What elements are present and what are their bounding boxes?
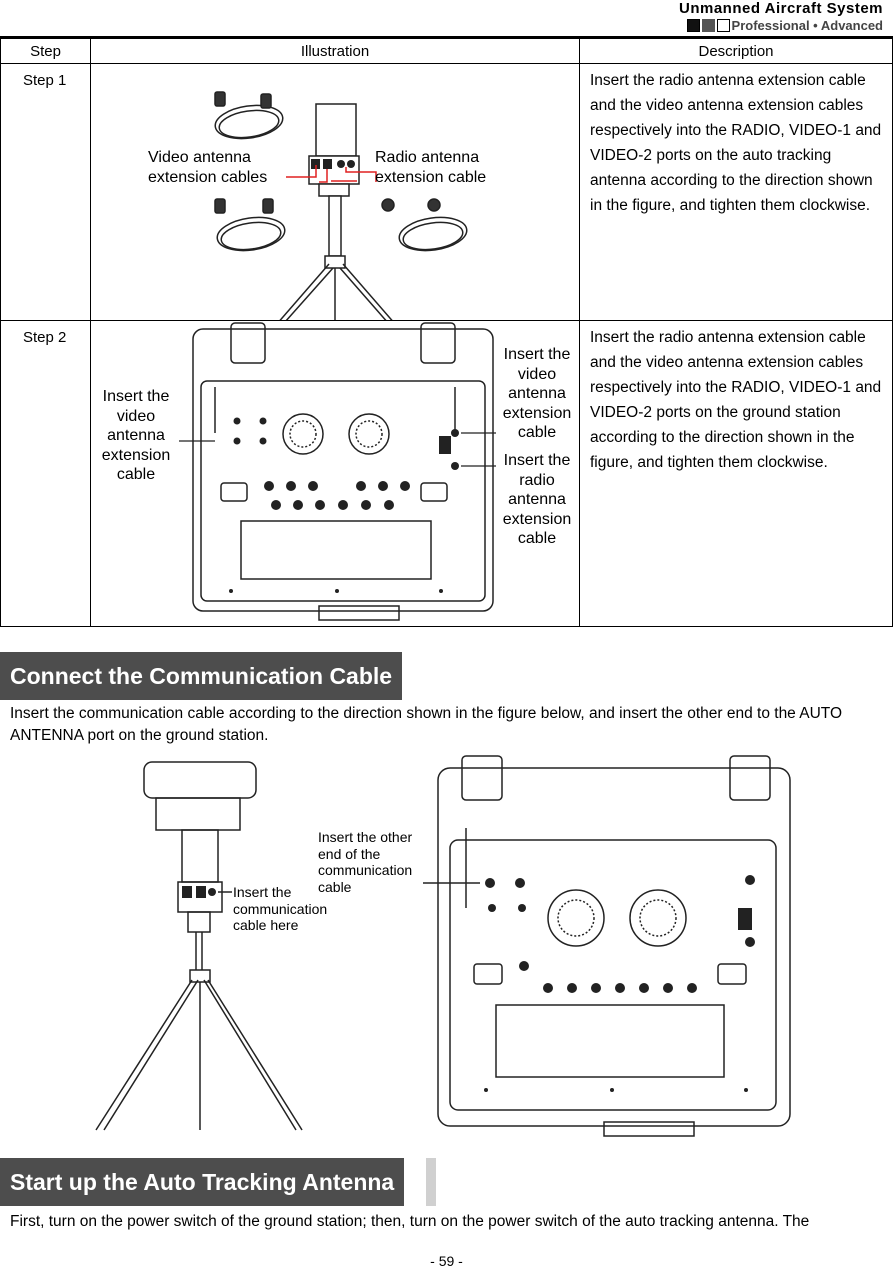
radio-cable-label: Radio antenna extension cable	[375, 149, 487, 186]
steps-table: Step Illustration Description Step 1	[0, 38, 893, 627]
step-label: Step 1	[0, 63, 91, 321]
ground-station-illustration	[179, 322, 496, 621]
communication-cable-figure	[95, 755, 791, 1137]
page-number: - 59 -	[430, 1253, 463, 1269]
illustration-cell: Insert the video antenna extension cable…	[90, 320, 580, 627]
illustration-cell: Video antenna extension cables Radio ant…	[90, 63, 580, 321]
subtitle-text: Professional • Advanced	[731, 18, 883, 33]
empty-square-icon	[716, 19, 730, 32]
cable-here-label: Insert the communication cable here	[233, 884, 328, 933]
radio-cable-right-label: Insert the radio antenna extension cable	[502, 452, 572, 547]
dark-square-icon	[686, 19, 700, 32]
auto-tracking-antenna-illustration	[214, 91, 468, 320]
col-header-description: Description	[579, 38, 893, 64]
col-header-illustration: Illustration	[90, 38, 580, 64]
table-row: Step 1	[0, 63, 893, 321]
table-row: Step 2	[0, 320, 893, 627]
video-cables-label: Video antenna extension cables	[148, 149, 268, 186]
step-label: Step 2	[0, 320, 91, 627]
document-title: Unmanned Aircraft System	[679, 0, 883, 17]
video-cable-right-label: Insert the video antenna extension cable	[502, 346, 572, 441]
section-heading-accent	[426, 1158, 436, 1206]
document-subtitle: Professional • Advanced	[686, 18, 883, 33]
video-cable-left-label: Insert the video antenna extension cable	[101, 388, 171, 483]
other-end-label: Insert the other end of the communicatio…	[318, 829, 413, 895]
header-rule	[0, 36, 893, 38]
gray-square-icon	[701, 19, 715, 32]
section-heading-communication: Connect the Communication Cable	[0, 652, 403, 700]
step-description: Insert the radio antenna extension cable…	[579, 63, 893, 321]
section-startup-text: First, turn on the power switch of the g…	[10, 1213, 810, 1230]
col-header-step: Step	[0, 38, 91, 64]
section-heading-startup: Start up the Auto Tracking Antenna	[0, 1158, 405, 1206]
section-communication-text: Insert the communication cable according…	[10, 705, 843, 744]
step-description: Insert the radio antenna extension cable…	[579, 320, 893, 627]
